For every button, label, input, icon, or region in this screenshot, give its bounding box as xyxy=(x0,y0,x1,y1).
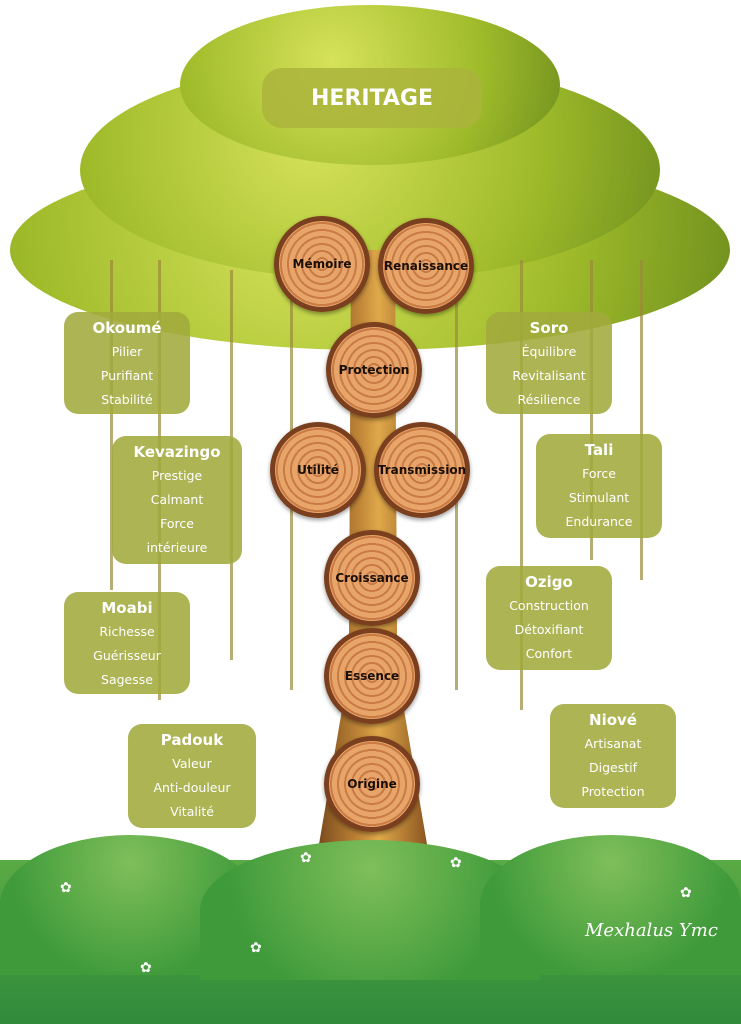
wood-trait: Artisanat xyxy=(584,736,642,751)
wood-trait: Détoxifiant xyxy=(514,622,584,637)
wood-card-ozigo: Ozigo Construction Détoxifiant Confort xyxy=(486,566,612,670)
ring-essence: Essence xyxy=(324,628,420,724)
wood-card-moabi: Moabi Richesse Guérisseur Sagesse xyxy=(64,592,190,694)
wood-card-okoume: Okoumé Pilier Purifiant Stabilité xyxy=(64,312,190,414)
wood-name: Padouk xyxy=(160,731,224,749)
wood-card-niove: Niové Artisanat Digestif Protection xyxy=(550,704,676,808)
ring-origine: Origine xyxy=(324,736,420,832)
artist-signature: Mexhalus Ymc xyxy=(585,920,718,941)
wood-name: Tali xyxy=(584,441,614,459)
wood-trait: intérieure xyxy=(146,540,208,555)
wood-trait: Guérisseur xyxy=(93,648,161,663)
wood-card-soro: Soro Équilibre Revitalisant Résilience xyxy=(486,312,612,414)
wood-trait: Stabilité xyxy=(101,392,153,407)
wood-trait: Endurance xyxy=(565,514,633,529)
wood-name: Soro xyxy=(529,319,569,337)
ring-protection: Protection xyxy=(326,322,422,418)
wood-trait: Calmant xyxy=(150,492,204,507)
wood-trait: Construction xyxy=(509,598,589,613)
wood-card-tali: Tali Force Stimulant Endurance xyxy=(536,434,662,538)
title-banner: HERITAGE xyxy=(262,68,482,128)
flower-icon: ✿ xyxy=(250,940,262,956)
vine xyxy=(520,260,523,710)
ring-croissance: Croissance xyxy=(324,530,420,626)
flower-icon: ✿ xyxy=(450,855,462,871)
flower-icon: ✿ xyxy=(60,880,72,896)
wood-trait: Stimulant xyxy=(568,490,630,505)
wood-trait: Digestif xyxy=(588,760,637,775)
wood-name: Ozigo xyxy=(525,573,573,591)
wood-trait: Purifiant xyxy=(100,368,154,383)
ring-renaissance: Renaissance xyxy=(378,218,474,314)
wood-trait: Anti-douleur xyxy=(153,780,231,795)
wood-name: Okoumé xyxy=(92,319,162,337)
wood-name: Niové xyxy=(589,711,637,729)
wood-trait: Valeur xyxy=(172,756,212,771)
wood-trait: Richesse xyxy=(99,624,155,639)
flower-icon: ✿ xyxy=(680,885,692,901)
grass-hill xyxy=(480,835,741,975)
vine xyxy=(110,260,113,590)
wood-trait: Pilier xyxy=(111,344,143,359)
wood-name: Moabi xyxy=(101,599,153,617)
wood-trait: Force xyxy=(160,516,194,531)
wood-trait: Sagesse xyxy=(101,672,153,687)
vine xyxy=(640,260,643,580)
wood-trait: Revitalisant xyxy=(512,368,586,383)
wood-trait: Prestige xyxy=(151,468,203,483)
wood-trait: Vitalité xyxy=(170,804,214,819)
wood-trait: Équilibre xyxy=(521,344,577,359)
wood-trait: Force xyxy=(582,466,616,481)
flower-icon: ✿ xyxy=(140,960,152,976)
ring-transmission: Transmission xyxy=(374,422,470,518)
ring-memoire: Mémoire xyxy=(274,216,370,312)
flower-icon: ✿ xyxy=(300,850,312,866)
wood-card-padouk: Padouk Valeur Anti-douleur Vitalité xyxy=(128,724,256,828)
wood-trait: Confort xyxy=(525,646,573,661)
wood-name: Kevazingo xyxy=(133,443,221,461)
wood-trait: Résilience xyxy=(517,392,581,407)
wood-card-kevazingo: Kevazingo Prestige Calmant Force intérie… xyxy=(112,436,242,564)
wood-trait: Protection xyxy=(581,784,645,799)
ring-utilite: Utilité xyxy=(270,422,366,518)
